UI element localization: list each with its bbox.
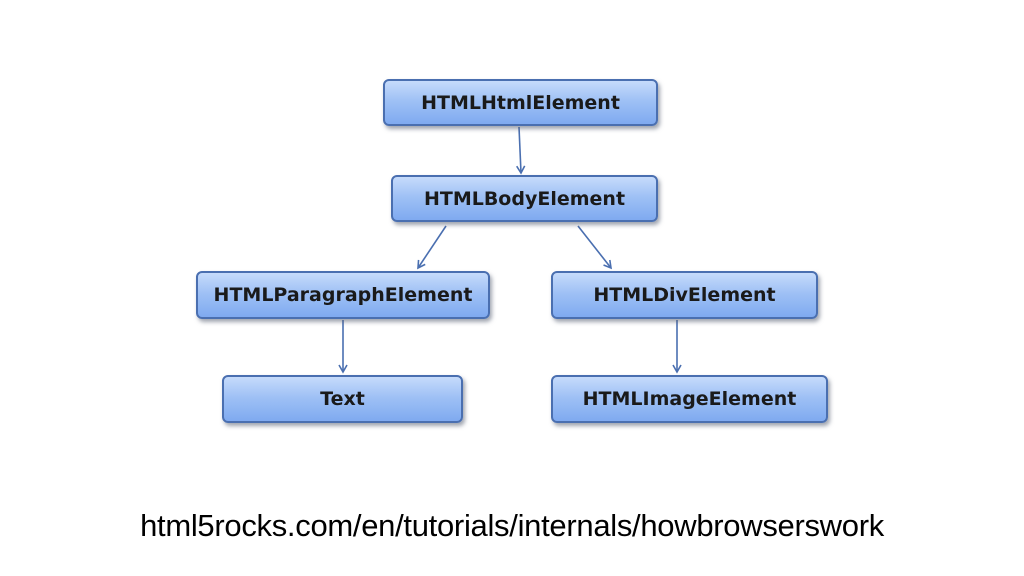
node-label: Text [320,388,365,410]
node-label: HTMLBodyElement [423,187,626,210]
node-label: HTMLParagraphElement [213,284,473,306]
node-image-element: HTMLImageElement [551,375,828,423]
edge-body-to-div [577,225,612,270]
node-body-element: HTMLBodyElement [391,175,658,222]
edge-body-to-paragraph [417,225,447,270]
edge-html-to-body [516,126,526,175]
source-url-caption: html5rocks.com/en/tutorials/internals/ho… [140,508,884,543]
node-html-element: HTMLHtmlElement [383,79,658,126]
node-label: HTMLDivElement [593,284,776,306]
node-label: HTMLHtmlElement [421,91,620,114]
node-div-element: HTMLDivElement [551,271,818,319]
node-label: HTMLImageElement [582,388,797,410]
node-text: Text [222,375,463,423]
node-paragraph-element: HTMLParagraphElement [196,271,490,319]
